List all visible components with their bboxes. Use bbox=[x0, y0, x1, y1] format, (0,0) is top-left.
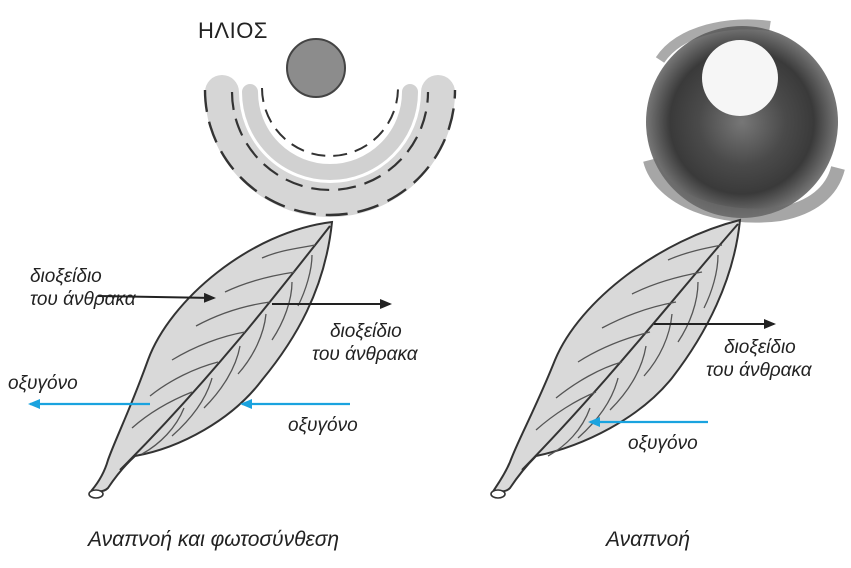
o2-out-label: οξυγόνο bbox=[8, 372, 78, 395]
night-co2-out-label: διοξείδιο του άνθρακα bbox=[706, 336, 812, 382]
co2-out-label-line2: του άνθρακα bbox=[312, 343, 418, 366]
co2-in-label: διοξείδιο του άνθρακα bbox=[30, 265, 136, 311]
left-caption: Αναπνοή και φωτοσύνθεση bbox=[88, 528, 339, 552]
o2-in-label: οξυγόνο bbox=[288, 414, 358, 437]
night-sky-icon bbox=[646, 24, 838, 218]
right-caption: Αναπνοή bbox=[606, 528, 690, 552]
co2-in-label-line2: του άνθρακα bbox=[30, 288, 136, 311]
night-co2-out-label-line1: διοξείδιο bbox=[706, 336, 812, 359]
night-o2-in-label: οξυγόνο bbox=[628, 432, 698, 455]
co2-in-label-line1: διοξείδιο bbox=[30, 265, 136, 288]
co2-out-label: διοξείδιο του άνθρακα bbox=[312, 320, 418, 366]
leaf-night-icon bbox=[491, 220, 740, 498]
sun-icon bbox=[205, 39, 455, 215]
leaf-day-icon bbox=[89, 222, 332, 498]
sun-label: ΗΛΙΟΣ bbox=[198, 18, 268, 44]
night-co2-out-label-line2: του άνθρακα bbox=[706, 359, 812, 382]
co2-out-label-line1: διοξείδιο bbox=[312, 320, 418, 343]
